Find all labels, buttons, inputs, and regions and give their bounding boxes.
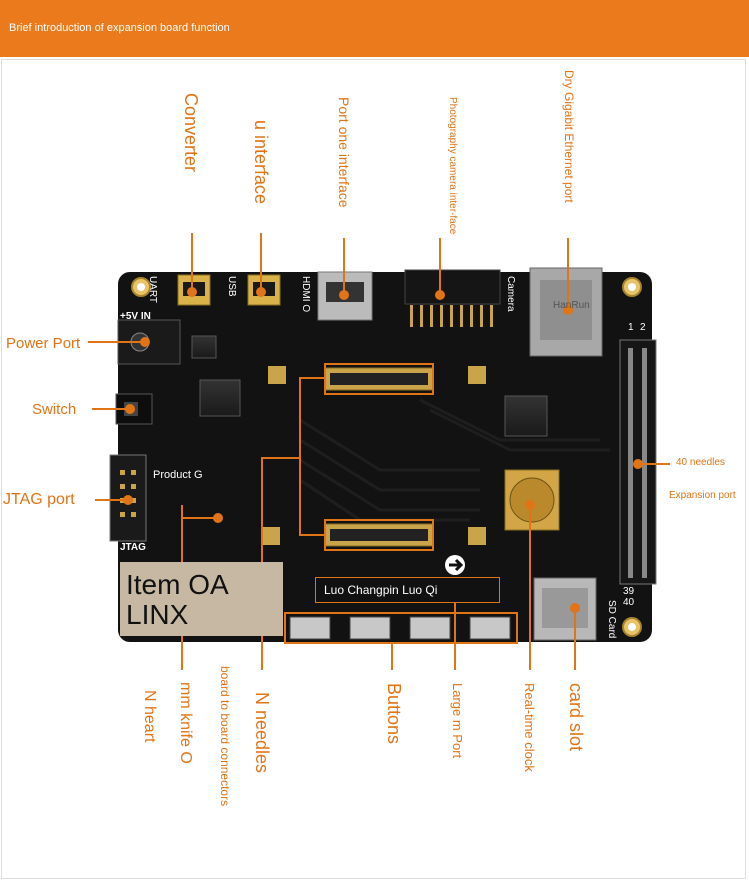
silk-pin1: 1 (628, 322, 634, 333)
label-n-needles: N needles (252, 692, 272, 774)
button-3 (409, 616, 451, 640)
silk-pin2: 2 (640, 322, 646, 333)
label-40-needles: 40 needles (676, 457, 725, 468)
silk-hanrun: HanRun (553, 300, 590, 311)
silk-power: +5V IN (120, 311, 151, 322)
callout-dots (123, 287, 643, 613)
pad-4 (262, 527, 280, 545)
label-u-interface: u interface (251, 120, 271, 205)
button-4 (469, 616, 511, 640)
silk-hdmi: HDMI O (300, 276, 311, 313)
chip-small (191, 335, 217, 359)
header-banner: Brief introduction of expansion board fu… (0, 0, 749, 57)
label-b2b: board to board connectors (218, 666, 232, 807)
silk-jtag: JTAG (120, 542, 146, 553)
silk-camera: Camera (505, 276, 516, 312)
label-large-port: Large m Port (450, 683, 465, 759)
product-title-line2: LINX (126, 599, 189, 630)
silk-usb: USB (226, 276, 237, 297)
label-power-port: Power Port (6, 335, 81, 352)
label-rtc: Real-time clock (522, 683, 537, 772)
silk-pin40: 40 (623, 597, 635, 608)
label-n-heart: N heart (141, 690, 158, 743)
product-title-line1: Item OA (126, 569, 229, 600)
chip-usb-bridge (199, 379, 241, 417)
label-ethernet: Dry Gigabit Ethernet port (562, 70, 576, 203)
silk-sd-card: SD Card (606, 600, 617, 639)
label-converter: Converter (181, 93, 201, 173)
camera-header (404, 269, 501, 305)
product-title-box: Item OA LINX (120, 562, 283, 636)
pad-2 (468, 366, 486, 384)
luo-text-box: Luo Changpin Luo Qi (316, 578, 499, 602)
silk-uart: UART (147, 276, 158, 304)
pad-3 (468, 527, 486, 545)
label-switch: Switch (32, 401, 77, 418)
pcb-board (118, 272, 652, 642)
button-1 (289, 616, 331, 640)
label-expansion-port: Expansion port (669, 490, 736, 501)
label-card-slot: card slot (566, 683, 586, 752)
luo-text: Luo Changpin Luo Qi (324, 583, 438, 597)
chip-phy (504, 395, 548, 437)
product-g-label: Product G (153, 469, 203, 481)
label-jtag-port: JTAG port (3, 491, 75, 508)
product-title: Item OA LINX (126, 570, 229, 630)
label-port-one-interface: Port one interface (336, 97, 352, 208)
silk-pin39: 39 (623, 586, 635, 597)
content-frame (1, 59, 746, 879)
label-buttons: Buttons (384, 683, 404, 745)
button-2 (349, 616, 391, 640)
pad-1 (268, 366, 286, 384)
header-title: Brief introduction of expansion board fu… (9, 22, 230, 34)
label-camera-interface: Photography camera inter-face (447, 97, 458, 235)
label-mm-knife: mm knife O (177, 682, 194, 764)
